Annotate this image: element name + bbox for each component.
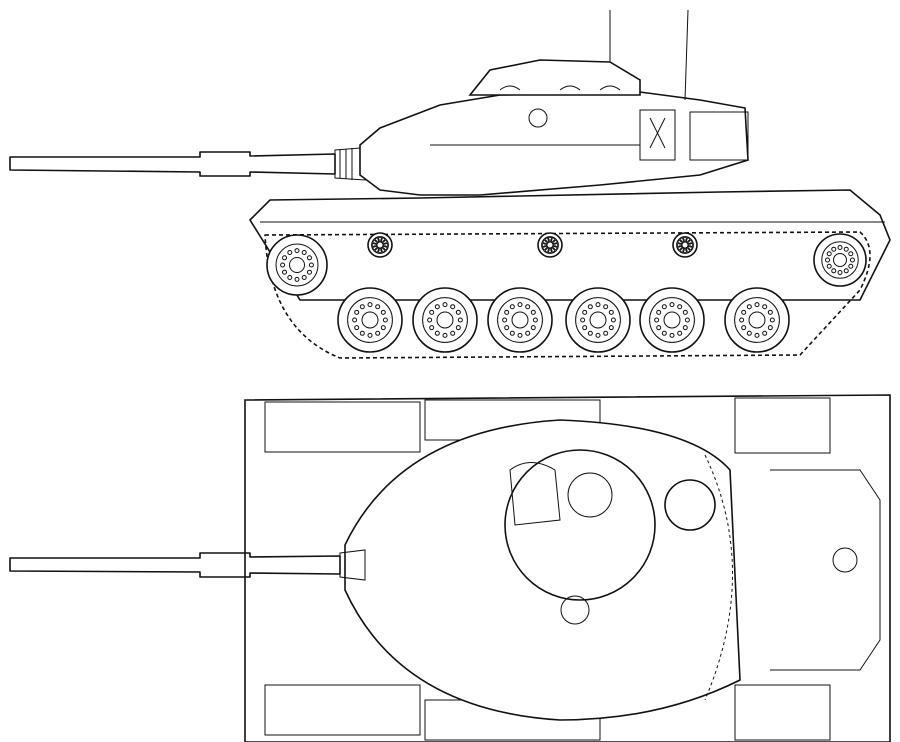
gun-barrel [9, 147, 366, 181]
road-wheel [724, 287, 790, 353]
return-roller [367, 232, 393, 258]
road-wheel [412, 287, 478, 353]
idler-wheel [266, 234, 328, 296]
drive-sprocket [813, 233, 867, 287]
return-roller [537, 232, 563, 258]
side-view [9, 9, 891, 359]
road-wheels [266, 232, 867, 353]
turret [359, 9, 749, 196]
top-view [9, 394, 891, 742]
road-wheel [337, 287, 403, 353]
gun-barrel-top [9, 549, 366, 581]
road-wheel [565, 287, 631, 353]
turret-top [344, 419, 741, 721]
hull [248, 189, 891, 301]
return-roller [672, 232, 698, 258]
road-wheel [487, 287, 553, 353]
track [264, 231, 871, 359]
road-wheel [639, 287, 705, 353]
